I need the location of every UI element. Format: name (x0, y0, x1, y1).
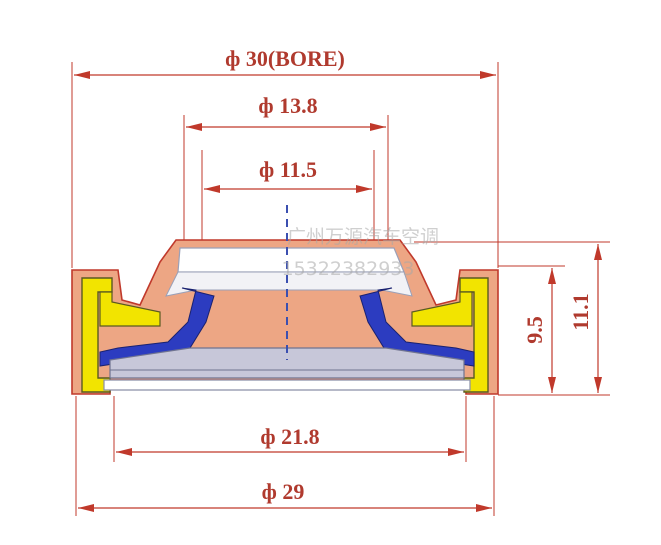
label-21-8: ф 21.8 (260, 424, 319, 449)
bottom-ring (103, 379, 471, 391)
arrow-11-1-bottom (594, 377, 602, 393)
seal-lip-right (359, 287, 475, 367)
arrow-21-8-right (448, 448, 464, 456)
seal-cross-section (71, 205, 499, 395)
arrow-29-left (78, 504, 94, 512)
arrow-21-8-left (116, 448, 132, 456)
metal-insert-right (459, 277, 489, 393)
label-11-5: ф 11.5 (259, 157, 317, 182)
label-bore: ф 30(BORE) (225, 46, 345, 71)
dim-21-8: ф 21.8 (113, 396, 467, 462)
arrow-11-5-right (356, 185, 372, 193)
dim-11-5: ф 11.5 (201, 150, 375, 285)
metal-flange-left (99, 291, 161, 327)
dim-13-8: ф 13.8 (183, 93, 389, 240)
label-13-8: ф 13.8 (258, 93, 317, 118)
dim-heights: 9.5 11.1 (414, 241, 610, 396)
arrow-29-right (476, 504, 492, 512)
metal-insert-left (81, 277, 113, 393)
watermark-line2: 15322382933 (282, 258, 415, 280)
arrow-11-5-left (204, 185, 220, 193)
metal-flange-right (411, 291, 473, 327)
watermark-line1: 广州万源汽车空调 (287, 226, 439, 248)
arrow-bore-left (74, 71, 90, 79)
seal-lip-left (99, 287, 215, 367)
label-11-1: 11.1 (568, 293, 593, 330)
dim-29: ф 29 (75, 396, 495, 516)
arrow-bore-right (480, 71, 496, 79)
dim-bore: ф 30(BORE) (71, 46, 499, 268)
arrow-9-5-bottom (548, 377, 556, 393)
label-29: ф 29 (262, 479, 305, 504)
arrow-13-8-left (186, 123, 202, 131)
arrow-9-5-top (548, 268, 556, 284)
label-9-5: 9.5 (522, 316, 547, 344)
watermark: 广州万源汽车空调 15322382933 (282, 226, 440, 280)
arrow-13-8-right (370, 123, 386, 131)
arrow-11-1-top (594, 244, 602, 260)
